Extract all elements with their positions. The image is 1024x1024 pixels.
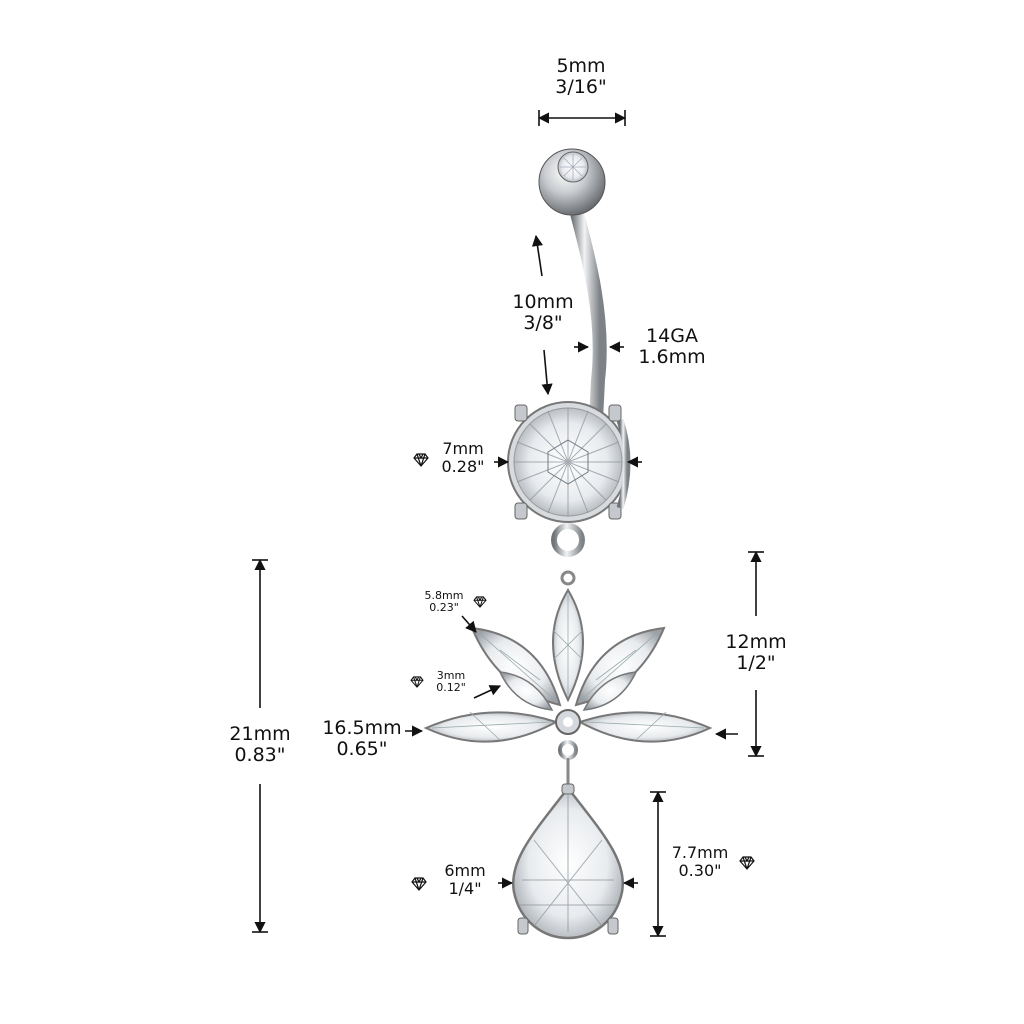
total-dangle-mm: 21mm [229,723,291,745]
dimension-lines [252,110,764,938]
flower-width-inch: 0.65" [336,738,388,761]
bar-length-mm: 10mm [512,291,574,313]
marquise-stone [552,588,584,703]
marquise-stone [577,711,713,743]
flower-width-label: 16.5mm 0.65" [320,717,404,761]
pear-height-inch: 0.30" [678,860,722,880]
diamond-icon [413,453,429,467]
gauge-ga: 14GA [646,325,698,347]
pear-width-label: 6mm 1/4" [436,862,494,898]
diamond-icon [411,877,427,891]
jump-ring-top [551,523,585,557]
bar-length-label: 10mm 3/8" [510,291,576,335]
pear-width-inch: 1/4" [448,878,482,898]
pear-width-mm: 6mm [444,861,486,880]
flower-height-label: 12mm 1/2" [720,631,792,675]
flower-height-mm: 12mm [725,631,787,653]
jump-ring-mid [560,570,576,586]
flower-width-mm: 16.5mm [322,717,402,739]
jump-ring-bottom [558,740,578,760]
marquise-large-inch: 0.23" [429,601,459,615]
pear-height-mm: 7.7mm [671,843,729,862]
pear-drop-gem [511,783,625,940]
marquise-large-label: 5.8mm 0.23" [418,589,470,615]
top-gem-inch: 0.28" [441,456,485,476]
marquise-stone-small [582,671,638,711]
ball-size-label: 5mm 3/16" [548,55,614,99]
flower-height-inch: 1/2" [736,652,776,675]
marquise-stone-small [498,671,554,711]
marquise-stone [470,626,562,707]
diamond-icon [473,596,487,608]
curved-barbell [565,188,607,427]
belly-ring [423,148,713,940]
diamond-icon [739,856,755,870]
ball-size-inch: 3/16" [555,76,607,99]
top-gem-mm: 7mm [442,439,484,458]
top-round-gem [507,401,631,523]
gauge-mm: 1.6mm [638,346,706,369]
marquise-stone [423,711,559,743]
marquise-flower [423,588,713,743]
marquise-small-label: 3mm 0.12" [428,669,474,695]
pear-height-label: 7.7mm 0.30" [668,844,732,880]
marquise-small-mm: 3mm [436,669,466,682]
marquise-large-mm: 5.8mm [424,589,464,602]
gauge-label: 14GA 1.6mm [636,325,708,369]
total-dangle-label: 21mm 0.83" [222,723,298,767]
diamond-icon [410,676,424,688]
top-gem-label: 7mm 0.28" [436,440,490,476]
marquise-stone [574,626,666,707]
bar-length-inch: 3/8" [523,312,563,335]
marquise-small-inch: 0.12" [436,681,466,695]
ball-size-mm: 5mm [556,55,606,77]
total-dangle-inch: 0.83" [234,744,286,767]
